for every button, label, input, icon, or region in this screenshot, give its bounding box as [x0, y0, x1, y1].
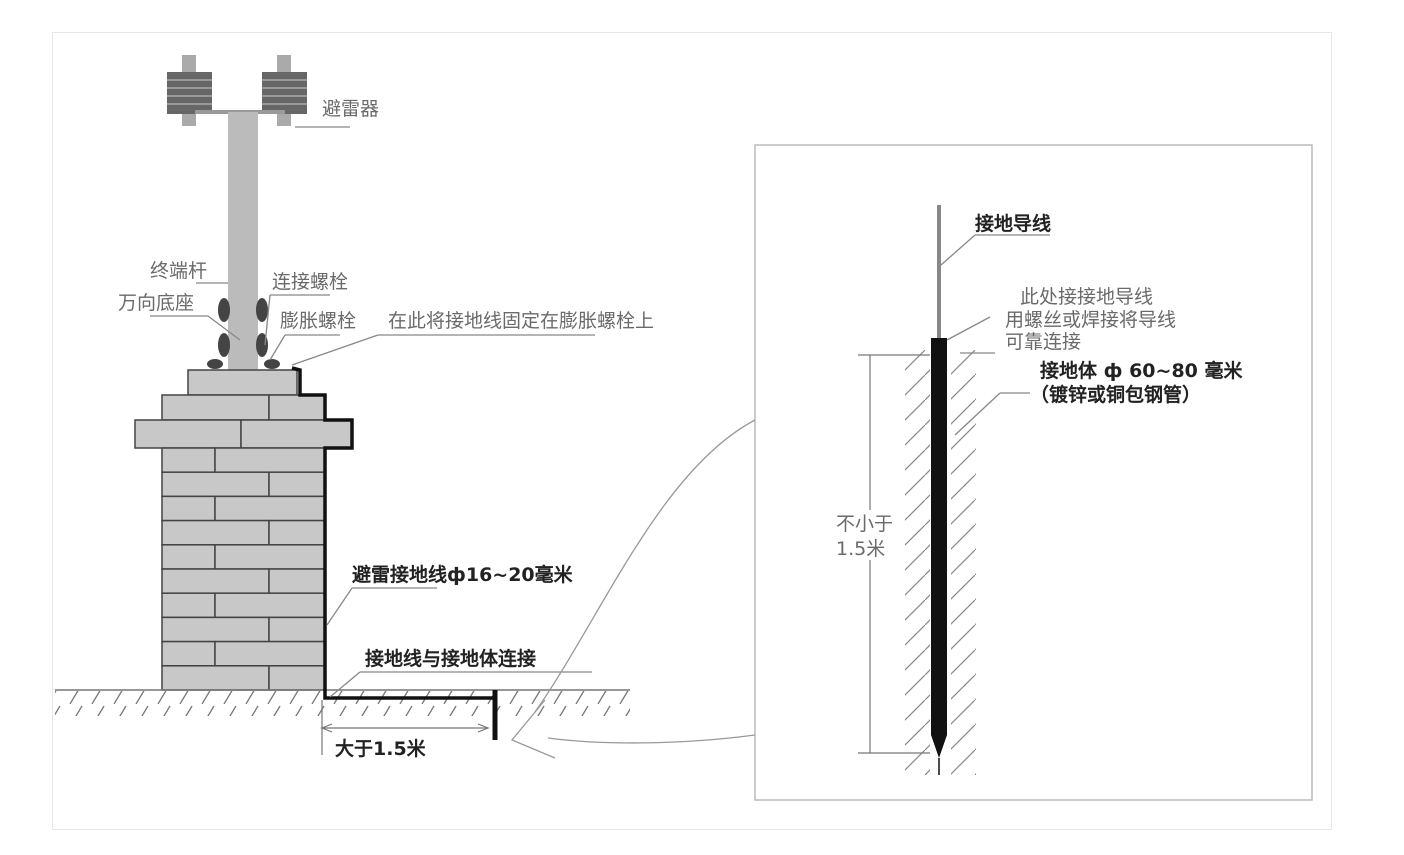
label-expansion-bolt: 膨胀螺栓: [280, 310, 356, 332]
label-note-3: 可靠连接: [1005, 331, 1081, 353]
brick: [214, 544, 326, 570]
label-note-2: 用螺丝或焊接将导线: [1005, 309, 1176, 331]
label-ground-conductor: 接地导线: [975, 212, 1051, 235]
brick: [268, 616, 326, 643]
ground-electrode: [931, 338, 947, 758]
brick: [268, 471, 326, 498]
brick: [161, 616, 270, 643]
label-fix-note: 在此将接地线固定在膨胀螺栓上: [388, 310, 654, 332]
lightning-arrester-left: [167, 55, 212, 126]
brick: [161, 544, 216, 570]
brick: [161, 495, 216, 522]
label-connection: 接地线与接地体连接: [365, 647, 536, 670]
label-arrester: 避雷器: [322, 98, 379, 120]
label-distance: 大于1.5米: [335, 737, 427, 760]
brick: [161, 665, 270, 691]
distance-dimension: [320, 700, 490, 755]
label-connect-bolt: 连接螺栓: [272, 271, 348, 293]
universal-base: [207, 298, 280, 369]
detail-box: [754, 144, 1313, 801]
leader-lines-left: [150, 126, 595, 698]
brick: [214, 447, 326, 473]
label-ground-wire: 避雷接地线ф16~20毫米: [352, 563, 574, 586]
label-depth-2: 1.5米: [836, 538, 885, 560]
lightning-arrester-right: [262, 55, 307, 126]
ground-surface: [55, 689, 630, 716]
brick: [161, 640, 216, 667]
depth-dimension: [858, 354, 930, 754]
brick: [161, 471, 270, 498]
brick: [161, 447, 216, 473]
brick: [161, 519, 270, 546]
brick: [268, 519, 326, 546]
earth-hatch: [905, 350, 976, 775]
brick: [268, 568, 326, 594]
label-electrode: 接地体 ф 60~80 毫米: [1040, 359, 1243, 382]
ground-conductor: [937, 205, 941, 340]
leader-lines-right: [940, 234, 1050, 436]
label-universal-base: 万向底座: [118, 292, 194, 314]
callout-arrow: [510, 419, 756, 759]
brick: [161, 592, 216, 619]
brick: [214, 640, 326, 667]
label-electrode-material: （镀锌或铜包钢管）: [1030, 383, 1201, 406]
diagram-frame: [52, 32, 1332, 830]
brick: [268, 665, 326, 691]
brick-column: [134, 369, 353, 691]
label-note-1: 此处接接地导线: [1020, 286, 1153, 308]
terminal-pole: [228, 112, 258, 372]
label-terminal-pole: 终端杆: [150, 260, 207, 282]
label-depth-1: 不小于: [836, 513, 893, 535]
ground-wire: [291, 366, 495, 700]
brick: [161, 568, 270, 594]
brick: [214, 495, 326, 522]
brick: [214, 592, 326, 619]
